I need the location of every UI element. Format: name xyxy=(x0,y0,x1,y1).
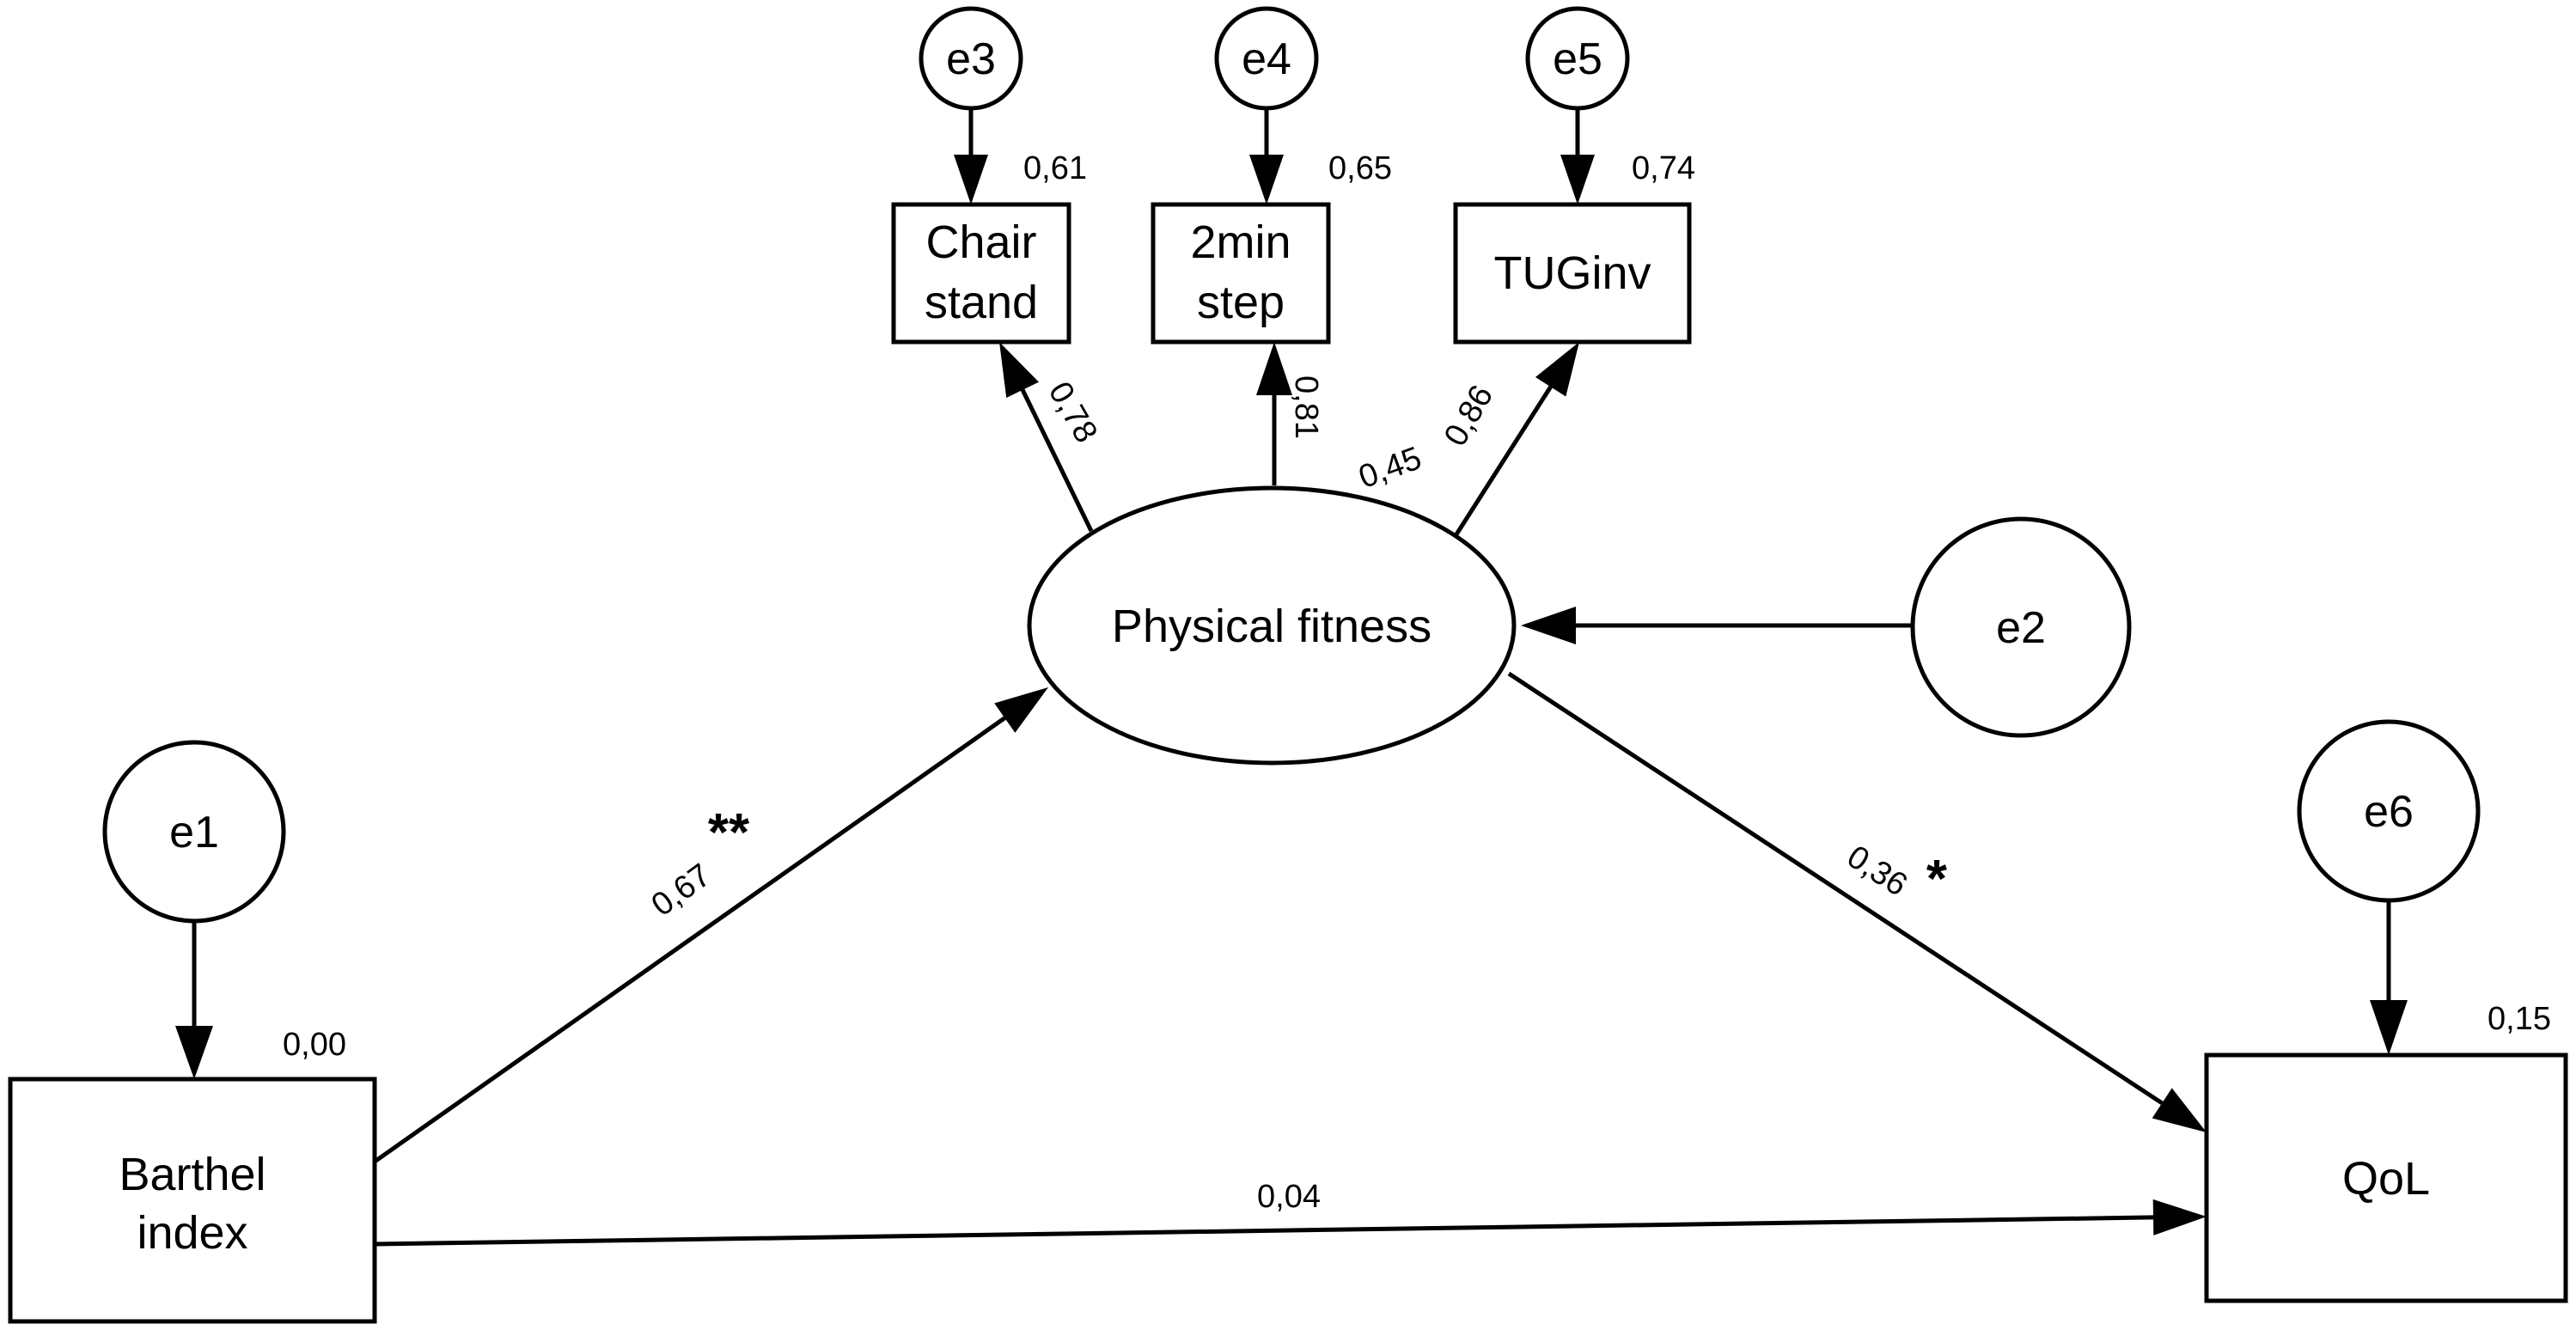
path-pf-to-qol-arrowhead xyxy=(2152,1088,2207,1132)
e1-arrowhead xyxy=(175,1026,213,1079)
e5-arrowhead xyxy=(1560,155,1595,204)
r2-chair-stand: 0,61 xyxy=(1023,150,1087,186)
barthel-index-label-line2: index xyxy=(137,1207,247,1259)
e5-label: e5 xyxy=(1553,34,1602,84)
two-min-step-node: 2min step xyxy=(1151,202,1331,345)
barthel-index-node: Barthel index xyxy=(8,1077,377,1324)
path-barthel-to-qol-shaft xyxy=(374,1215,2154,1247)
r2-physical-fitness: 0,45 xyxy=(1354,440,1426,496)
barthel-index-label-line1: Barthel xyxy=(119,1149,266,1200)
path-pf-to-chair-stand-shaft xyxy=(1020,388,1094,533)
chair-stand-label-line2: stand xyxy=(925,277,1038,328)
r2-qol: 0,15 xyxy=(2487,1001,2551,1037)
chair-stand-label-line1: Chair xyxy=(925,217,1036,268)
path-pf-to-qol-shaft xyxy=(1507,671,2164,1106)
two-min-step-label-line2: step xyxy=(1197,277,1285,328)
path-barthel-to-qol-arrowhead xyxy=(2152,1199,2207,1235)
qol-label: QoL xyxy=(2342,1153,2430,1205)
e4-arrowhead xyxy=(1249,155,1284,204)
coef-pf-tuginv: 0,86 xyxy=(1438,379,1500,452)
e2-arrowhead xyxy=(1521,607,1576,644)
coef-barthel-qol: 0,04 xyxy=(1257,1179,1321,1215)
star-pf-qol: * xyxy=(1926,850,1948,909)
r2-tuginv: 0,74 xyxy=(1632,150,1695,186)
e3-label: e3 xyxy=(946,34,996,84)
e2-label: e2 xyxy=(1996,603,2046,653)
path-barthel-to-pf-arrowhead xyxy=(994,687,1048,733)
e4-label: e4 xyxy=(1242,34,1291,84)
path-pf-to-tuginv-shaft xyxy=(1454,385,1553,536)
tuginv-node: TUGinv xyxy=(1453,202,1692,345)
e1-label: e1 xyxy=(169,808,219,857)
physical-fitness-label: Physical fitness xyxy=(1112,601,1431,652)
star-barthel-pf: ** xyxy=(708,803,750,863)
r2-two-min-step: 0,65 xyxy=(1328,150,1392,186)
physical-fitness-node: Physical fitness xyxy=(1027,485,1517,766)
coef-pf-two-min-step: 0,81 xyxy=(1288,375,1324,439)
coef-barthel-pf: 0,67 xyxy=(645,857,718,924)
chair-stand-node: Chair stand xyxy=(891,202,1071,345)
coef-pf-chair-stand: 0,78 xyxy=(1041,375,1104,448)
e6-arrowhead xyxy=(2370,1000,2408,1055)
path-pf-to-two-min-step-arrowhead xyxy=(1256,342,1292,395)
e6-label: e6 xyxy=(2364,787,2414,837)
two-min-step-label-line1: 2min xyxy=(1190,217,1291,268)
r2-barthel-index: 0,00 xyxy=(283,1027,346,1063)
qol-node: QoL xyxy=(2204,1052,2568,1303)
path-barthel-to-pf-shaft xyxy=(373,716,1006,1164)
tuginv-label: TUGinv xyxy=(1493,247,1651,299)
path-pf-to-chair-stand-arrowhead xyxy=(999,342,1040,398)
coef-pf-qol: 0,36 xyxy=(1840,839,1914,904)
e3-arrowhead xyxy=(954,155,988,204)
path-pf-to-tuginv-arrowhead xyxy=(1535,342,1579,397)
